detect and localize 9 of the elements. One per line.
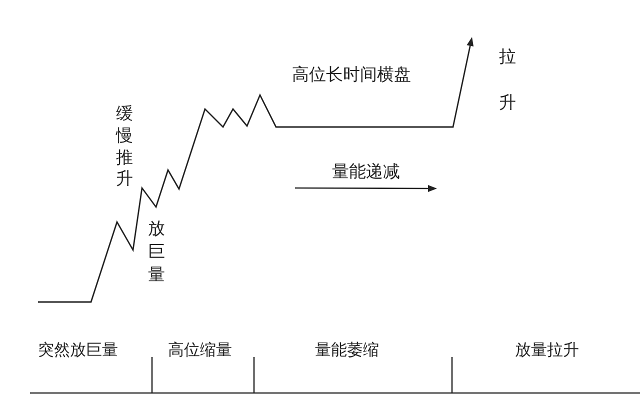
phase-label: 量能萎缩 — [315, 340, 379, 360]
stage-label: 高位长时间横盘 — [292, 64, 411, 86]
volume-label: 放巨量 — [148, 218, 165, 287]
phase-label: 放量拉升 — [515, 340, 579, 360]
stage-label: 缓慢推升 — [116, 104, 133, 191]
volume-label: 量能递减 — [332, 161, 400, 183]
phase-label: 高位缩量 — [168, 340, 232, 360]
stage-label: 拉升 — [499, 46, 516, 115]
phase-label: 突然放巨量 — [38, 340, 118, 360]
